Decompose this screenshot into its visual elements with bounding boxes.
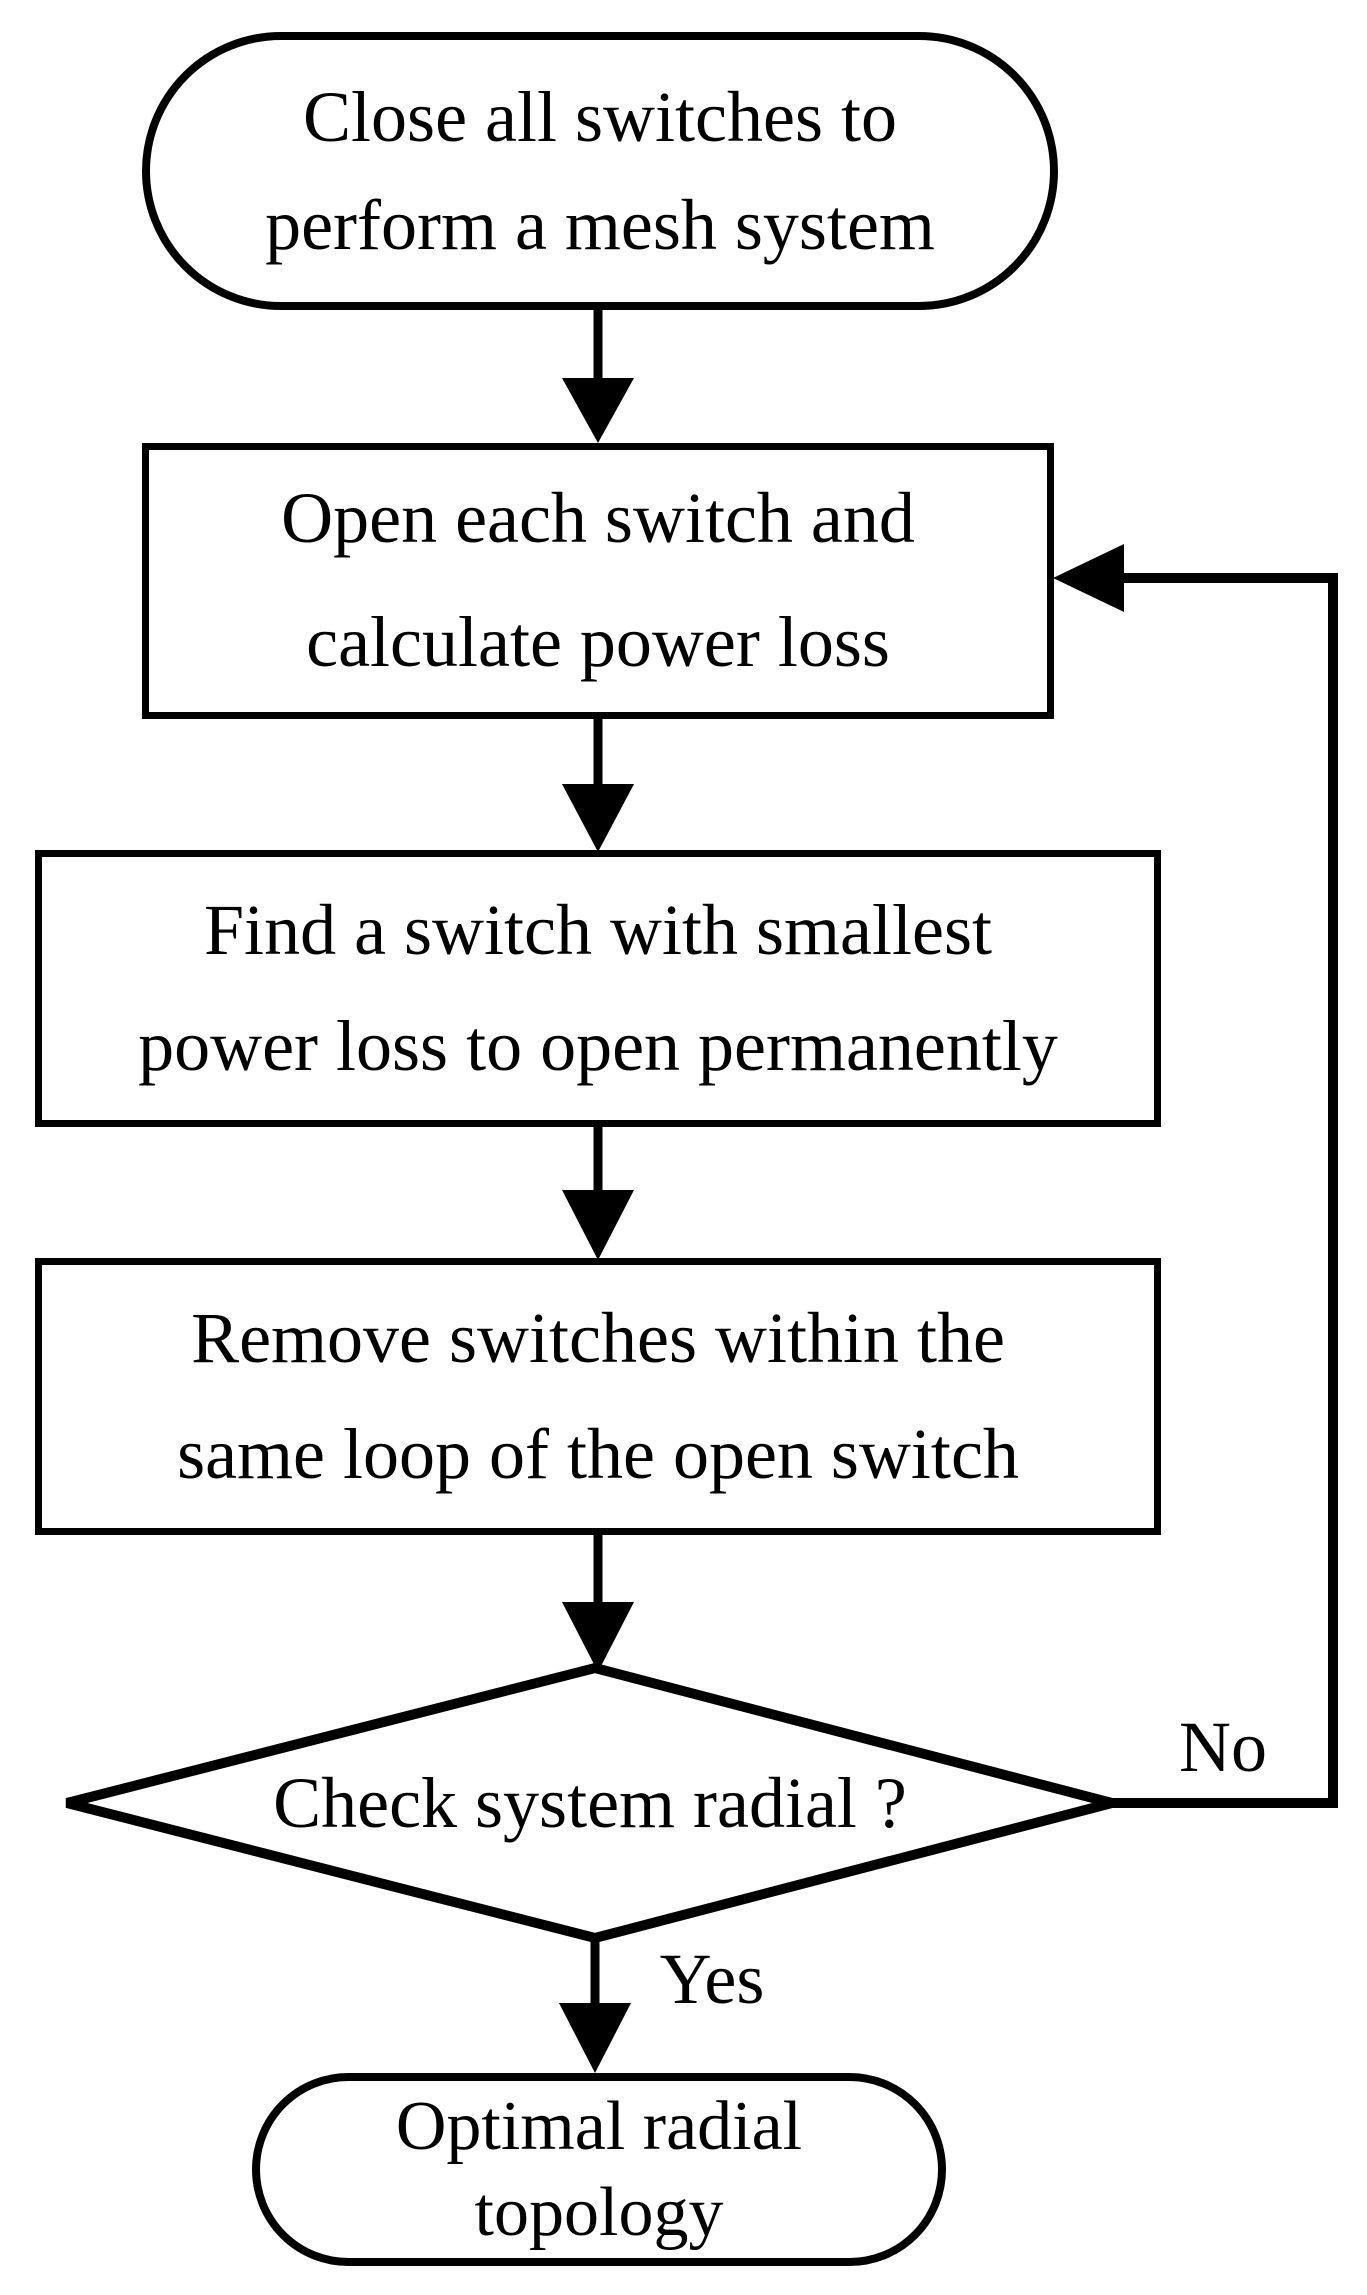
arrow-open-to-find-icon xyxy=(562,713,634,852)
arrow-find-to-remove-icon xyxy=(562,1122,634,1260)
find-switch-text-line1: Find a switch with smallest xyxy=(204,890,992,971)
end-terminator-text-line1: Optimal radial xyxy=(395,2088,803,2166)
yes-branch-label: Yes xyxy=(659,1939,765,2019)
remove-switches-text-line2: same loop of the open switch xyxy=(177,1413,1019,1494)
no-branch-label: No xyxy=(1179,1707,1267,1787)
remove-switches-text-line1: Remove switches within the xyxy=(191,1298,1005,1379)
start-terminator-text-line2: perform a mesh system xyxy=(265,185,935,265)
open-switch-text-line2: calculate power loss xyxy=(306,602,890,682)
arrow-yes-decision-to-end-icon xyxy=(559,1936,631,2073)
arrow-start-to-open-icon xyxy=(562,302,634,443)
open-switch-text-line1: Open each switch and xyxy=(281,478,915,559)
decision-diamond-label: Check system radial ? xyxy=(273,1762,907,1843)
open-switch-process-node: Open each switch and calculate power los… xyxy=(142,443,1054,719)
find-switch-process-node: Find a switch with smallest power loss t… xyxy=(35,850,1161,1127)
start-terminator-node: Close all switches to perform a mesh sys… xyxy=(142,32,1058,310)
arrow-no-into-open-icon xyxy=(1053,544,1124,612)
end-terminator-node: Optimal radial topology xyxy=(252,2073,946,2266)
find-switch-text-line2: power loss to open permanently xyxy=(138,1005,1058,1086)
arrow-remove-to-decision-icon xyxy=(562,1530,634,1672)
no-feedback-loop-connector xyxy=(1053,544,1338,1808)
remove-switches-process-node: Remove switches within the same loop of … xyxy=(35,1258,1161,1535)
end-terminator-text-line2: topology xyxy=(474,2173,724,2251)
start-terminator-text-line1: Close all switches to xyxy=(303,77,897,157)
